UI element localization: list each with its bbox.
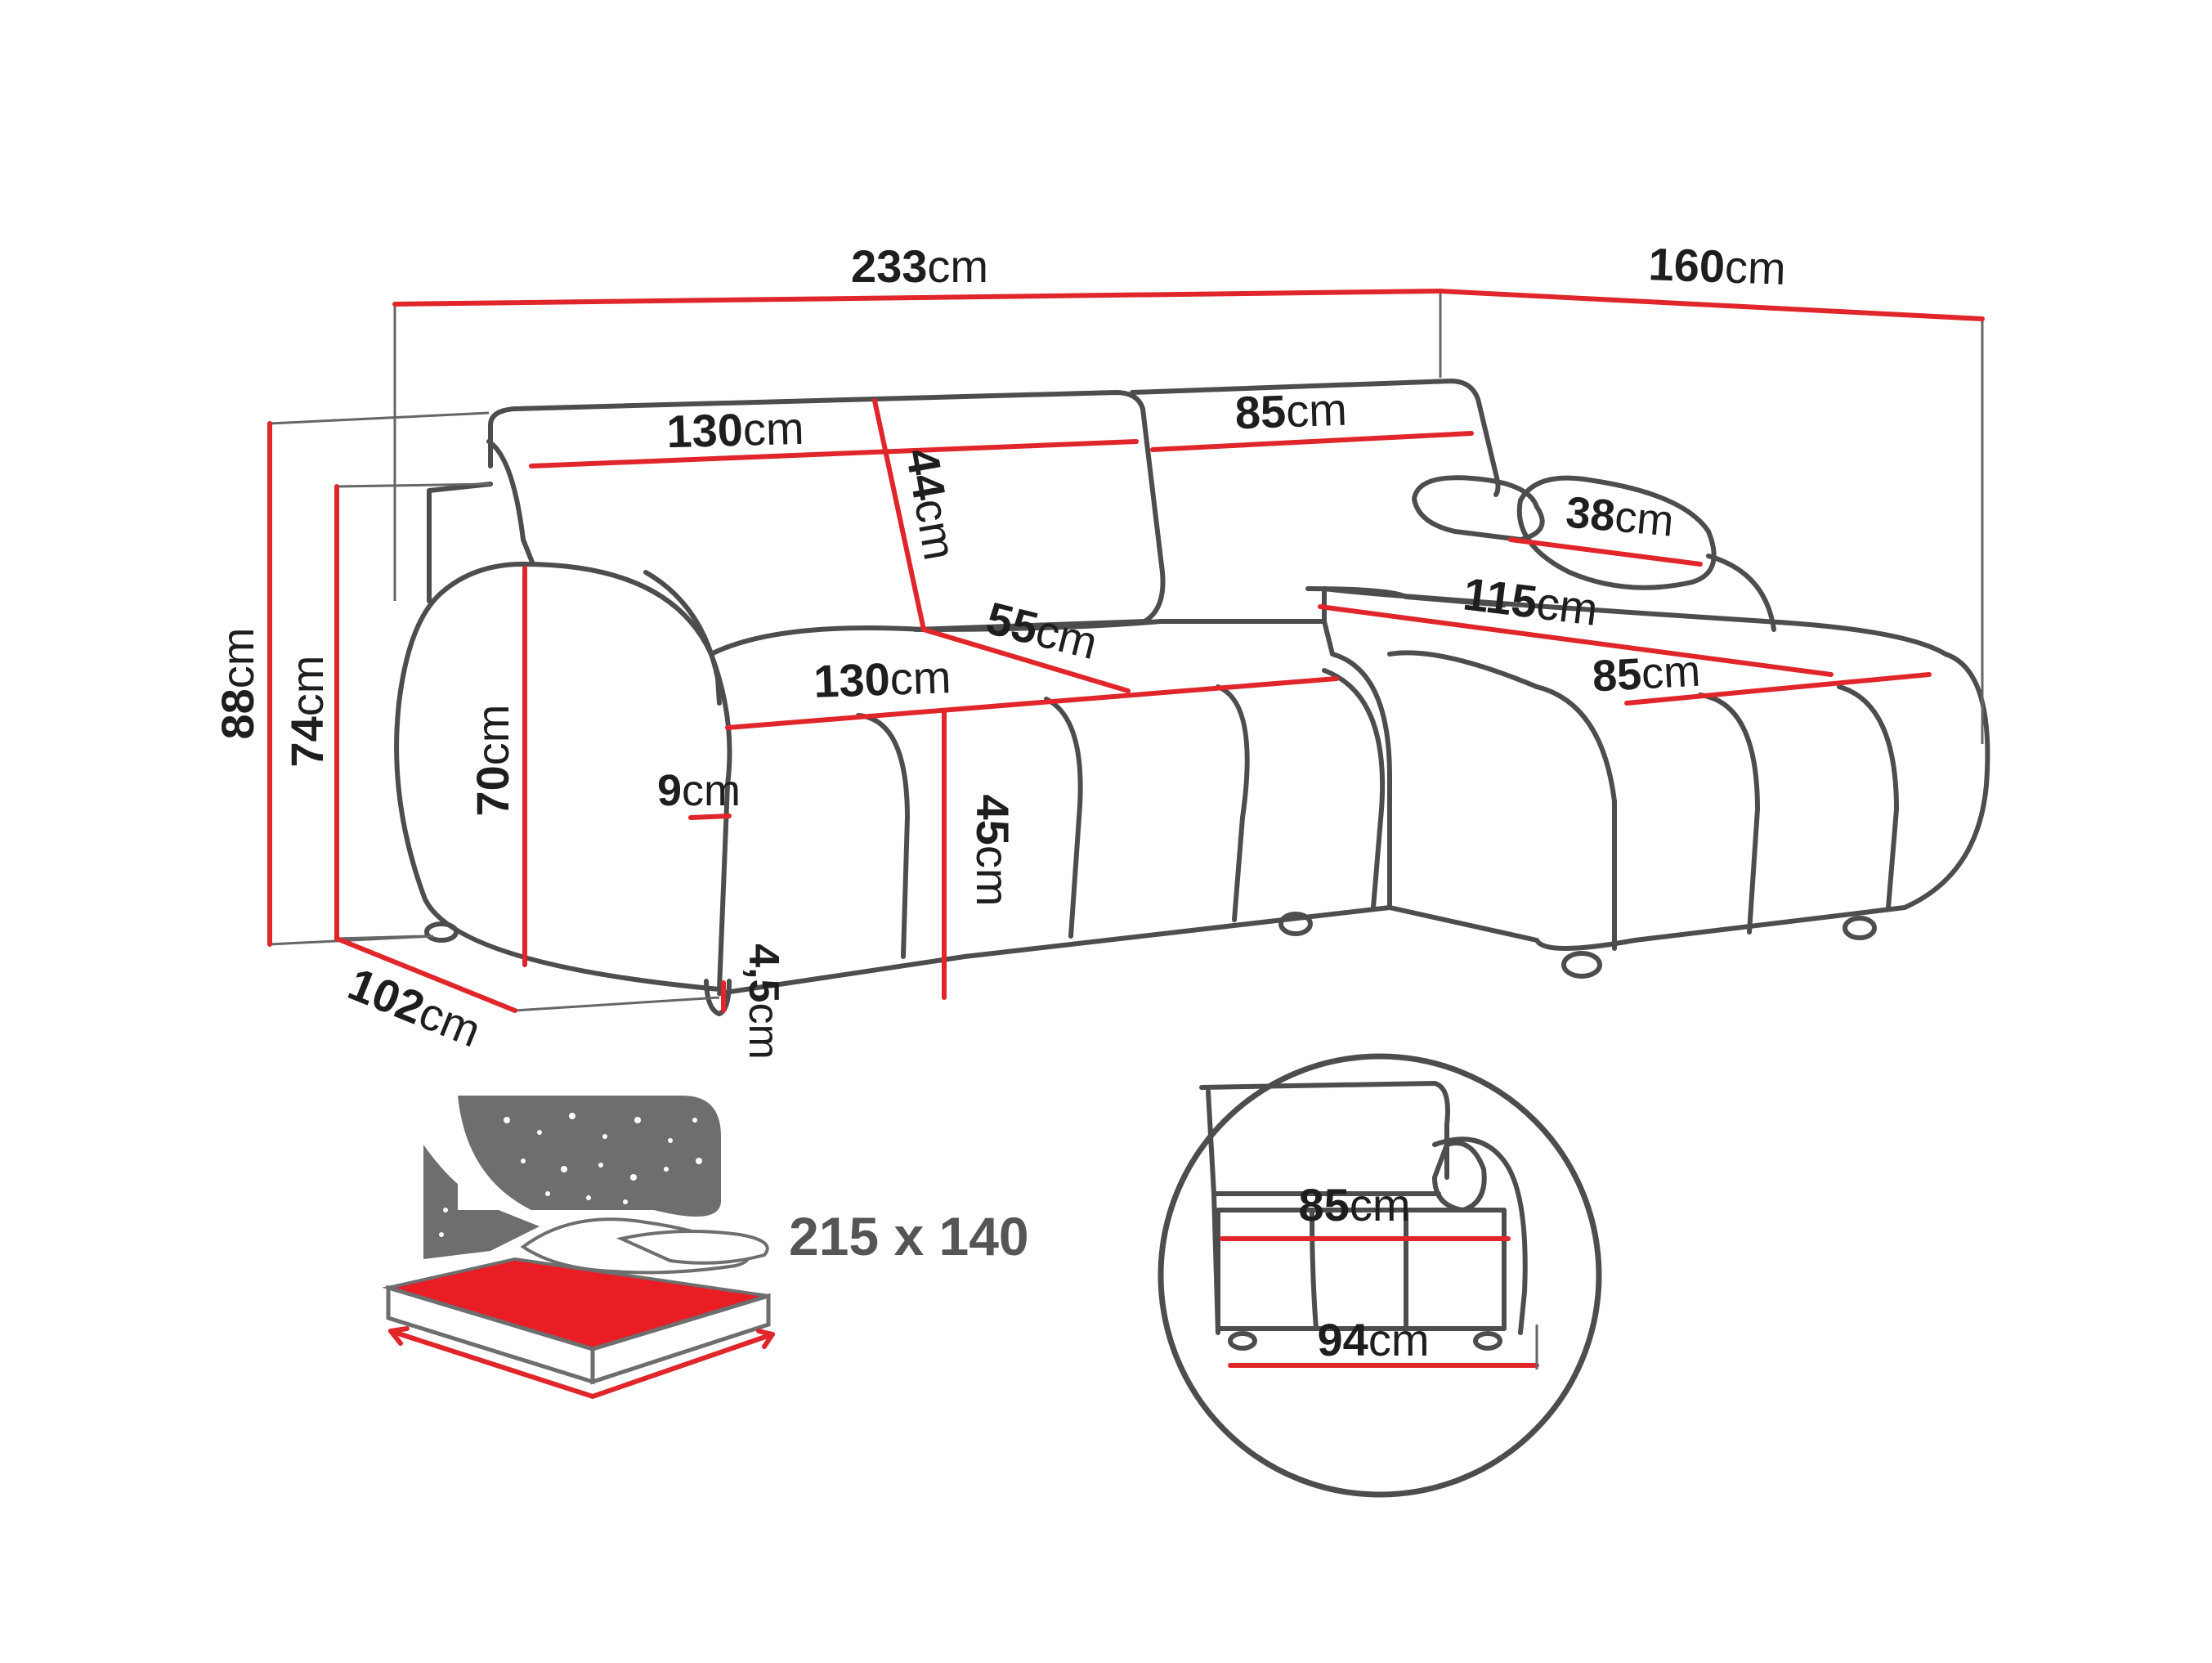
label-seat-depth: 55cm <box>982 592 1103 669</box>
label-armrest-height: 70cm <box>467 705 518 817</box>
label-height-74: 74cm <box>281 656 333 768</box>
dimension-labels: 233cm 160cm 130cm 85cm 44cm 38cm 115cm 8… <box>212 238 1787 1060</box>
dimension-lines <box>267 289 1985 1013</box>
label-seat-width: 130cm <box>813 651 952 707</box>
label-backrest-height: 44cm <box>896 445 966 564</box>
detail-circle <box>1157 1053 1602 1498</box>
label-backrest-right: 85cm <box>1234 383 1348 439</box>
label-chaise-width: 85cm <box>1592 647 1702 702</box>
label-chaise-length: 115cm <box>1461 567 1601 635</box>
bed-size-label: 215 x 140 <box>789 1206 1029 1266</box>
label-detail-depth-top: 85cm <box>1299 1179 1411 1230</box>
label-leg-height: 4,5cm <box>740 944 787 1060</box>
night-sky-bed-icon <box>382 1096 775 1400</box>
label-total-width: 233cm <box>851 240 988 292</box>
stars <box>439 1113 702 1237</box>
label-seat-height: 45cm <box>967 795 1019 907</box>
label-pillow: 38cm <box>1564 487 1676 545</box>
label-chaise-depth: 160cm <box>1648 238 1787 294</box>
sofa-outline <box>394 379 1990 1016</box>
extension-lines <box>269 291 1984 1012</box>
label-total-height: 88cm <box>212 628 263 740</box>
label-detail-depth-bottom: 94cm <box>1318 1314 1430 1365</box>
label-armrest-width: 9cm <box>657 766 741 815</box>
label-backrest-left: 130cm <box>666 402 805 457</box>
